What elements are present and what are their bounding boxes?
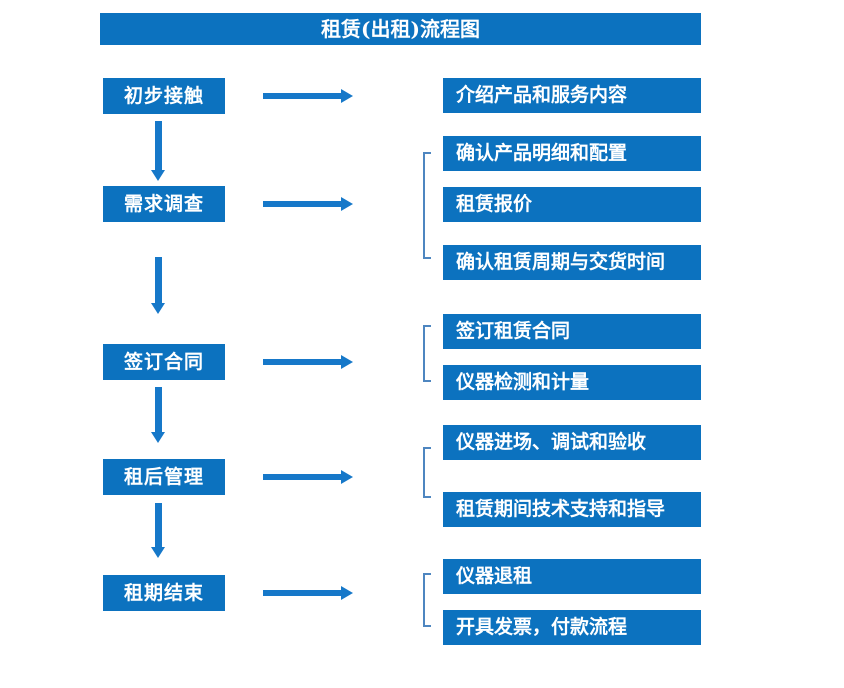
down-arrow bbox=[151, 387, 165, 443]
group-bracket-sign-contract bbox=[423, 325, 431, 382]
arrow-shaft bbox=[263, 590, 341, 596]
detail-box-rental-quote: 租赁报价 bbox=[443, 187, 701, 222]
detail-box-introduce-products-services: 介绍产品和服务内容 bbox=[443, 78, 701, 113]
arrow-shaft bbox=[155, 387, 162, 432]
right-arrow bbox=[263, 470, 353, 484]
down-arrow bbox=[151, 121, 165, 181]
down-arrow bbox=[151, 257, 165, 314]
stage-box-initial-contact: 初步接触 bbox=[103, 78, 225, 114]
page-title: 租赁(出租)流程图 bbox=[100, 13, 701, 45]
detail-box-sign-rental-contract: 签订租赁合同 bbox=[443, 314, 701, 349]
arrow-shaft bbox=[263, 201, 341, 207]
arrow-shaft bbox=[155, 257, 162, 303]
arrow-head-icon bbox=[341, 470, 353, 484]
arrow-head-icon bbox=[151, 303, 165, 314]
arrow-shaft bbox=[155, 503, 162, 547]
arrow-head-icon bbox=[341, 586, 353, 600]
right-arrow bbox=[263, 197, 353, 211]
arrow-head-icon bbox=[341, 355, 353, 369]
detail-box-instrument-inspection-measurement: 仪器检测和计量 bbox=[443, 365, 701, 400]
arrow-shaft bbox=[263, 93, 341, 99]
right-arrow bbox=[263, 355, 353, 369]
detail-box-invoice-payment: 开具发票，付款流程 bbox=[443, 610, 701, 645]
detail-box-instrument-return: 仪器退租 bbox=[443, 559, 701, 594]
down-arrow bbox=[151, 503, 165, 558]
arrow-head-icon bbox=[151, 547, 165, 558]
stage-box-sign-contract: 签订合同 bbox=[103, 344, 225, 380]
arrow-shaft bbox=[155, 121, 162, 170]
right-arrow bbox=[263, 586, 353, 600]
arrow-head-icon bbox=[151, 432, 165, 443]
arrow-head-icon bbox=[151, 170, 165, 181]
group-bracket-post-rental bbox=[423, 447, 431, 498]
group-bracket-demand-survey bbox=[423, 152, 431, 259]
arrow-head-icon bbox=[341, 89, 353, 103]
stage-box-post-rental-management: 租后管理 bbox=[103, 459, 225, 495]
right-arrow bbox=[263, 89, 353, 103]
stage-box-rental-end: 租期结束 bbox=[103, 575, 225, 611]
arrow-shaft bbox=[263, 359, 341, 365]
detail-box-instrument-entry-debug-acceptance: 仪器进场、调试和验收 bbox=[443, 425, 701, 460]
arrow-head-icon bbox=[341, 197, 353, 211]
detail-box-confirm-rental-period-delivery: 确认租赁周期与交货时间 bbox=[443, 245, 701, 280]
arrow-shaft bbox=[263, 474, 341, 480]
stage-box-demand-survey: 需求调查 bbox=[103, 186, 225, 222]
group-bracket-rental-end bbox=[423, 573, 431, 627]
detail-box-confirm-product-details: 确认产品明细和配置 bbox=[443, 136, 701, 171]
detail-box-rental-tech-support: 租赁期间技术支持和指导 bbox=[443, 492, 701, 527]
